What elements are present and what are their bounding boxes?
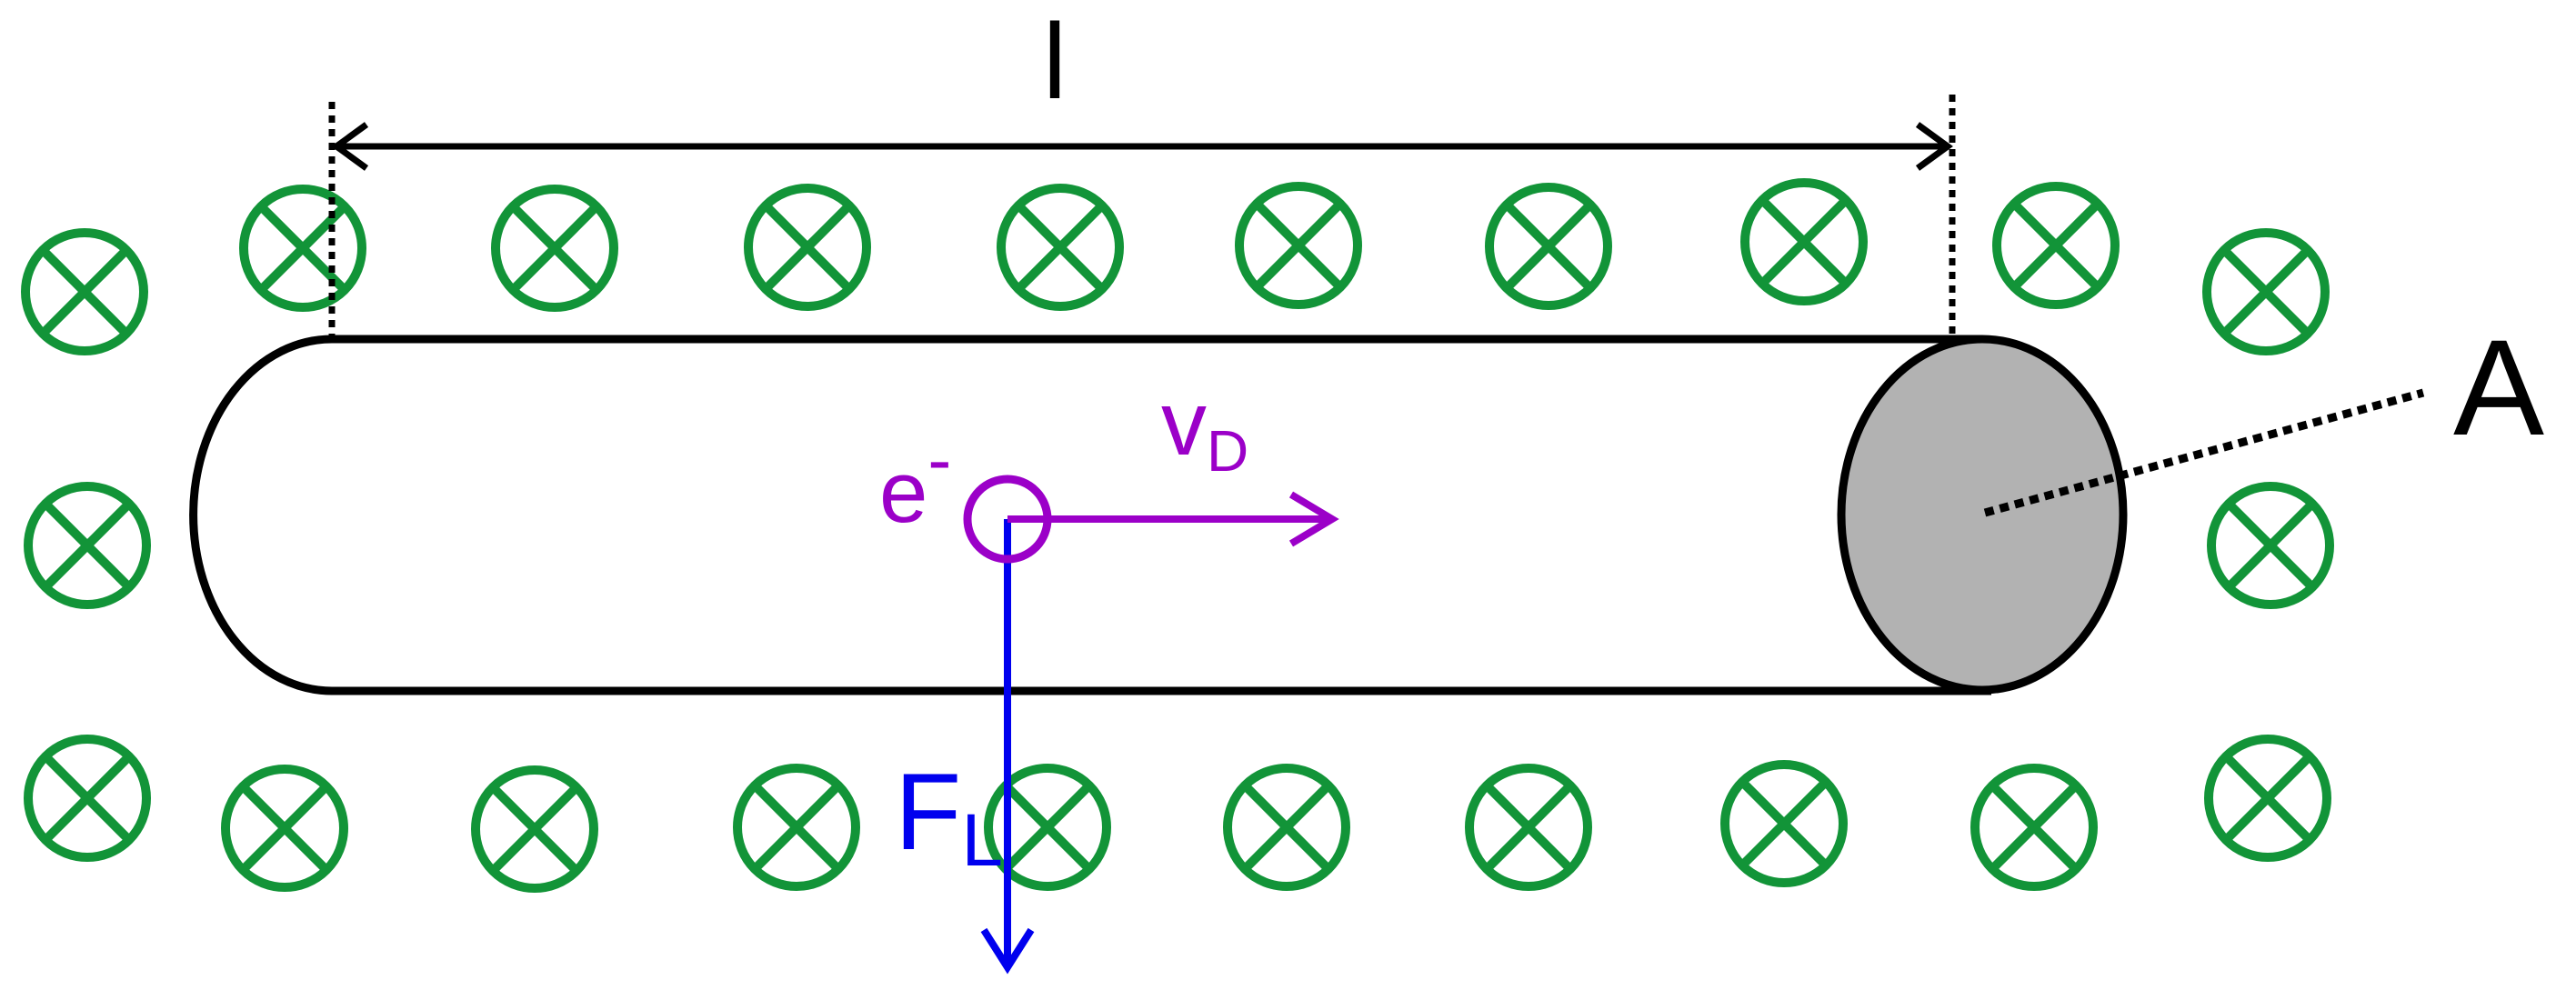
field-into-page-icon — [1489, 187, 1608, 305]
field-into-page-icon — [226, 769, 344, 887]
field-into-page-icon — [25, 233, 144, 351]
field-into-page-icon — [244, 189, 362, 307]
svg-text:vD: vD — [1161, 373, 1248, 484]
field-into-page-icon — [748, 188, 867, 306]
svg-text:e-: e- — [879, 419, 951, 541]
lorentz-force-arrow: FL — [895, 519, 1035, 975]
field-into-page-icon — [28, 739, 146, 857]
area-dotted-pointer — [1983, 388, 2425, 517]
field-into-page-icon — [1228, 768, 1346, 886]
electron-label: e — [879, 444, 927, 541]
field-into-page-icon — [2209, 739, 2327, 857]
field-into-page-icon — [737, 768, 856, 886]
field-into-page-icon — [1975, 768, 2093, 886]
svg-text:FL: FL — [895, 751, 1003, 882]
area-indicator: A — [1983, 311, 2544, 517]
length-arrow-right-head — [1915, 122, 1953, 171]
field-into-page-icon — [1469, 768, 1588, 886]
field-into-page-icon — [476, 770, 594, 888]
field-into-page-icon — [496, 189, 614, 307]
force-arrow-head — [980, 927, 1035, 975]
electron-drift: e- vD — [879, 373, 1339, 564]
field-into-page-icon — [1239, 186, 1358, 305]
length-arrow-left-head — [331, 122, 369, 171]
length-label: l — [1043, 2, 1067, 122]
conductor-cylinder — [189, 335, 2128, 695]
drift-velocity-arrow-head — [1288, 491, 1339, 547]
field-into-page-icon — [1997, 186, 2115, 305]
force-label: F — [895, 751, 961, 873]
force-subscript: L — [961, 799, 1003, 882]
length-dimension: l — [328, 2, 1956, 339]
field-into-page-icon — [2211, 486, 2330, 605]
field-into-page-icon — [28, 486, 146, 605]
electron-charge-superscript: - — [927, 419, 951, 499]
drift-velocity-label: v — [1161, 373, 1207, 475]
field-into-page-icon — [2207, 233, 2325, 351]
conductor-left-cap — [189, 335, 333, 695]
field-into-page-icon — [1725, 765, 1843, 883]
field-into-page-icon — [1745, 183, 1863, 301]
drift-velocity-subscript: D — [1207, 418, 1248, 484]
area-label: A — [2453, 311, 2544, 464]
cross-section-area — [1837, 335, 2128, 695]
field-into-page-icon — [1001, 188, 1119, 306]
